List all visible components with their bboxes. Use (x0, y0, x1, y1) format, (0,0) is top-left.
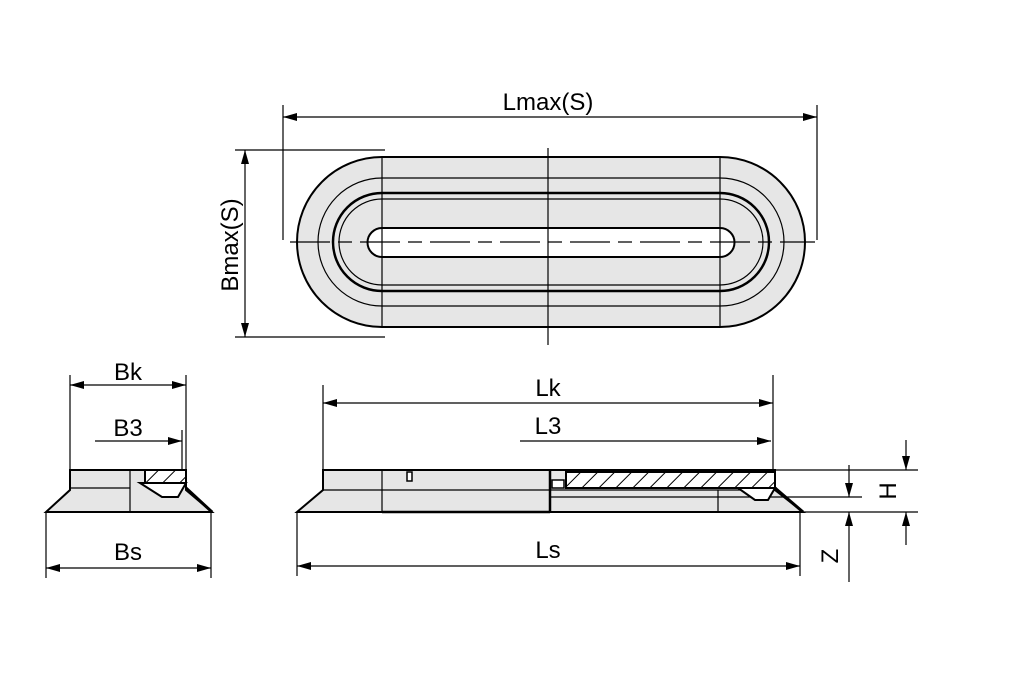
label-l3: L3 (535, 413, 562, 440)
top-view (290, 148, 815, 345)
dimension-h-z: H Z (770, 440, 918, 582)
label-ls: Ls (535, 537, 560, 564)
label-b3: B3 (113, 415, 142, 442)
label-bk: Bk (114, 359, 143, 386)
label-lmax: Lmax(S) (503, 89, 594, 116)
label-h: H (875, 482, 902, 499)
side-view-left: Bk B3 Bs (43, 359, 215, 578)
dimension-bmax: Bmax(S) (217, 149, 385, 338)
side-view-front: Lk L3 Ls (294, 375, 806, 576)
dimension-lmax: Lmax(S) (282, 89, 818, 240)
label-bs: Bs (114, 539, 142, 566)
label-z: Z (817, 549, 844, 564)
label-bmax: Bmax(S) (217, 198, 244, 291)
label-lk: Lk (535, 375, 561, 402)
